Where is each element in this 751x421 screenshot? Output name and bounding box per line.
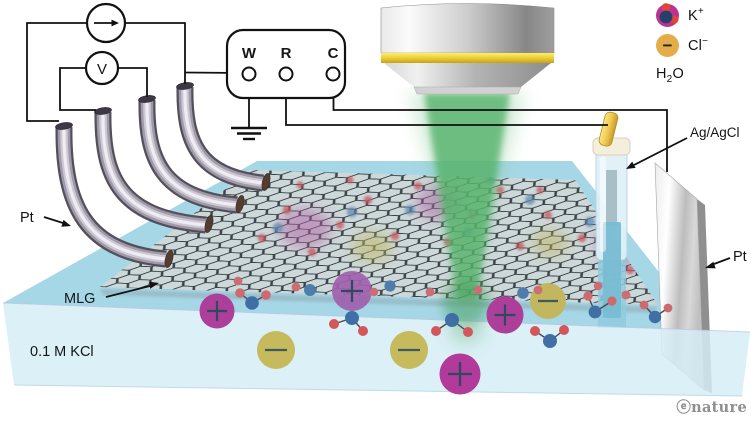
water-molecule [639, 300, 673, 324]
legend-label-k: K+ [688, 6, 704, 24]
water-molecule [329, 311, 368, 336]
reference-electrode-vial [592, 111, 631, 328]
electrolyte-label: 0.1 M KCl [30, 344, 94, 360]
pt-probe [94, 107, 214, 234]
reference-arrowhead [626, 161, 636, 169]
water-molecule [583, 291, 617, 319]
adsorbed-red-dots [257, 175, 649, 275]
mlg-label: MLG [64, 291, 95, 307]
ground-symbol [231, 126, 267, 141]
terminal-label-c: C [328, 45, 339, 62]
wire-ammeter-to-probe1 [26, 22, 87, 122]
potentiostat-box [225, 28, 347, 100]
circuit-wires [26, 22, 668, 172]
wire-ammeter-to-probe4 [125, 22, 186, 84]
legend-item-water: H2O [656, 3, 708, 88]
reference-label: Ag/AgCl [690, 125, 740, 140]
pt-right-arrowhead [705, 261, 716, 269]
waterline [2, 302, 751, 333]
terminal-w [241, 66, 257, 82]
terminal-r [278, 66, 294, 82]
terminal-label-w: W [242, 45, 257, 62]
cl-ion [390, 331, 428, 369]
callouts: Pt MLG 0.1 M KCl Ag/AgCl Pt [20, 125, 747, 360]
pt-probe [55, 122, 174, 268]
legend: + K+ − Cl− H2O [656, 2, 708, 88]
cl-ion-icon: − [656, 33, 679, 57]
solution-species [199, 271, 673, 395]
k-ion [332, 271, 372, 311]
voltmeter: V [84, 50, 120, 86]
wire-voltmeter-to-probe2 [59, 67, 96, 111]
mlg-arrowhead [149, 281, 159, 289]
cl-ion [257, 331, 295, 369]
vial-inner-solution [603, 222, 621, 318]
pt-right-label: Pt [733, 249, 747, 265]
pt-probe-electrodes [55, 82, 271, 268]
k-ion [439, 353, 481, 395]
pt-probe [138, 95, 245, 214]
edge-dots [233, 276, 631, 300]
legend-item-cl: − Cl− [656, 32, 708, 58]
vial-highlight [600, 156, 606, 252]
pt-probe [176, 82, 271, 192]
water-molecule [235, 288, 271, 310]
potentiostat: W R C [225, 28, 347, 100]
voltmeter-label: V [97, 61, 107, 78]
water-molecules [235, 288, 673, 348]
terminal-label-r: R [281, 45, 292, 62]
ammeter [85, 2, 127, 44]
pt-left-label: Pt [20, 210, 34, 226]
nature-watermark: ⓔnature [676, 399, 747, 416]
k-ions [199, 271, 524, 395]
k-ion [199, 293, 235, 329]
legend-label-water: H2O [656, 65, 684, 85]
microscope-objective [380, 3, 555, 95]
water-molecule [530, 325, 569, 348]
gold-wire [598, 111, 619, 147]
water-molecule [431, 313, 473, 337]
k-ion [486, 296, 524, 334]
current-arrow-icon [94, 19, 119, 27]
wire-voltmeter-to-probe3 [118, 67, 148, 97]
objective-gold-band [381, 53, 554, 63]
water-molecule-icon [659, 3, 679, 24]
legend-label-cl: Cl− [688, 36, 709, 54]
vial-inner-rod [606, 170, 617, 226]
terminal-c [325, 66, 341, 82]
pt-left-arrowhead [61, 219, 71, 227]
box-bottom-edge [13, 384, 743, 397]
